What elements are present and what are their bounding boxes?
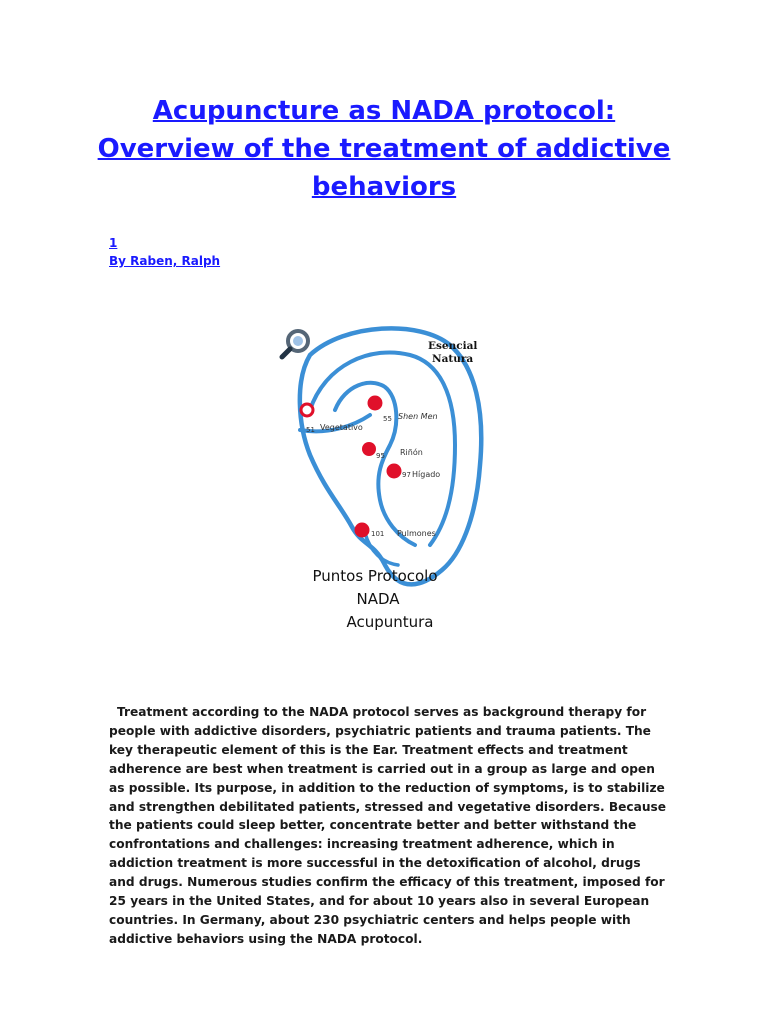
point-95-label: Riñón: [400, 447, 423, 457]
point-51-label: Vegetativo: [320, 423, 363, 432]
point-97-marker: [386, 463, 402, 479]
title-line-2[interactable]: Overview of the treatment of addictive: [97, 134, 671, 164]
point-55-number: 55: [383, 415, 392, 423]
ear-inner-helix: [308, 350, 458, 547]
author-link[interactable]: By Raben, Ralph: [109, 254, 221, 268]
ear-concha: [298, 413, 372, 434]
brand-line-1: Esencial: [428, 340, 477, 352]
point-95-marker: [362, 442, 376, 456]
caption-line-2: NADA: [356, 590, 400, 608]
point-51-marker: [299, 402, 315, 418]
footnote-link[interactable]: 1: [109, 236, 118, 250]
point-101-label: Pulmones: [397, 529, 436, 538]
brand-line-2: Natura: [432, 353, 473, 365]
title-line-1[interactable]: Acupuncture as NADA protocol:: [152, 96, 616, 126]
ear-outer-outline: [297, 326, 484, 587]
magnifier-icon: [279, 329, 310, 360]
point-101-marker: [354, 522, 370, 538]
document-title[interactable]: Acupuncture as NADA protocol: Overview o…: [60, 92, 708, 206]
point-97-label: Hígado: [412, 470, 440, 479]
caption-line-3: Acupuntura: [346, 613, 433, 631]
ear-diagram: Esencial Natura 51 Vegetativo 55 Shen Me…: [279, 326, 484, 631]
point-55-label: Shen Men: [398, 412, 438, 421]
point-97-number: 97: [402, 471, 411, 479]
title-line-3[interactable]: behaviors: [311, 172, 457, 202]
point-95-number: 95: [376, 452, 385, 460]
ear-acupuncture-figure: Esencial Natura 51 Vegetativo 55 Shen Me…: [270, 315, 510, 645]
caption-line-1: Puntos Protocolo: [312, 567, 437, 585]
ear-lobe-inner: [363, 531, 400, 567]
point-101-number: 101: [371, 530, 384, 538]
body-paragraph: Treatment according to the NADA protocol…: [109, 705, 667, 946]
point-51-number: 51: [306, 426, 315, 434]
ear-antihelix: [333, 380, 417, 547]
point-55-marker: [367, 395, 383, 411]
